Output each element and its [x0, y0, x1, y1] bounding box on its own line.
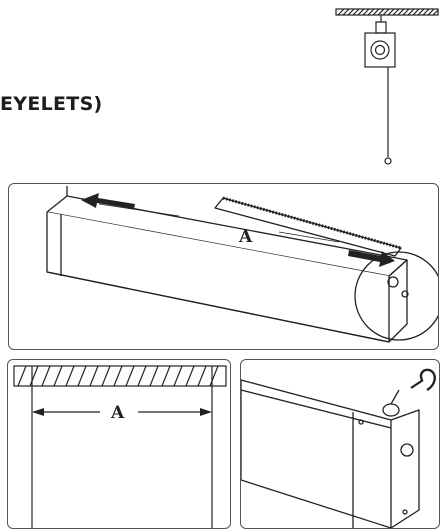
- hook-eyelet-diagram: [241, 368, 436, 528]
- screen-case-diagram: A: [46, 186, 438, 343]
- eyelet-icon: [387, 276, 399, 288]
- dimension-detail-panel: A: [7, 359, 231, 529]
- ceiling-mount-diagram: [335, 8, 439, 165]
- section-heading: EYELETS): [0, 93, 103, 115]
- detail-dimension-label: A: [110, 403, 125, 423]
- main-dimension-label: A: [238, 227, 253, 247]
- ceiling-hook-icon: [375, 15, 387, 34]
- main-install-panel: A: [8, 183, 439, 350]
- hook-icon: [419, 368, 436, 392]
- ceiling-dimension-diagram: A: [13, 365, 227, 528]
- arrow-icon: [81, 193, 135, 209]
- hook-detail-panel: [240, 359, 440, 529]
- eyelet-icon: [382, 403, 400, 417]
